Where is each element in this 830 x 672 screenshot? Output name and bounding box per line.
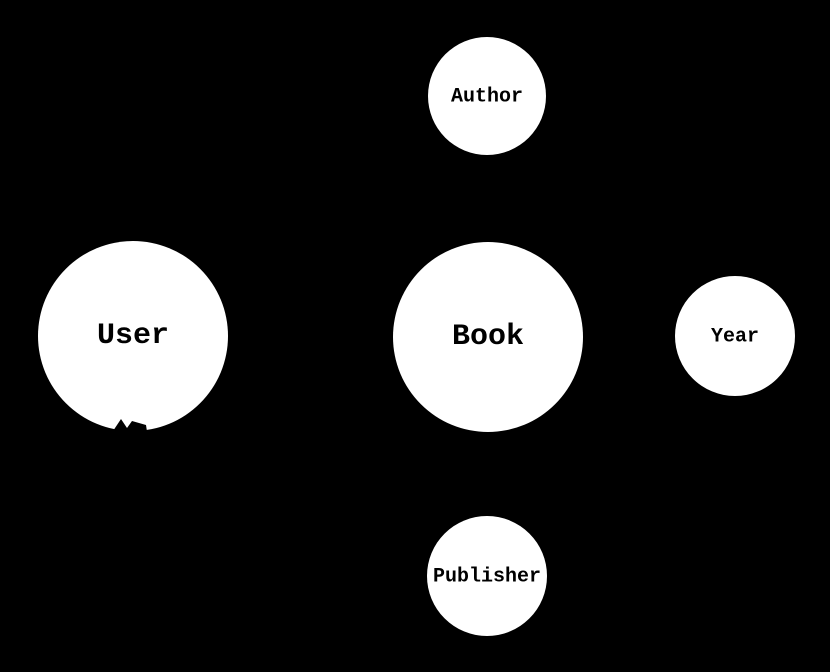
node-author-label: Author (451, 86, 523, 109)
arrowhead-icon (112, 419, 148, 438)
node-publisher-circle (427, 516, 547, 636)
node-publisher-label: Publisher (433, 566, 541, 589)
node-book-circle (393, 242, 583, 432)
node-year-label: Year (711, 326, 759, 349)
node-user-circle (38, 241, 228, 431)
node-author: Author (428, 37, 546, 155)
node-book: Book (393, 242, 583, 432)
node-year-circle (675, 276, 795, 396)
node-year: Year (675, 276, 795, 396)
node-user-label: User (97, 319, 169, 353)
node-publisher: Publisher (427, 516, 547, 636)
node-user: User (38, 241, 228, 431)
node-book-label: Book (452, 320, 524, 354)
node-author-circle (428, 37, 546, 155)
